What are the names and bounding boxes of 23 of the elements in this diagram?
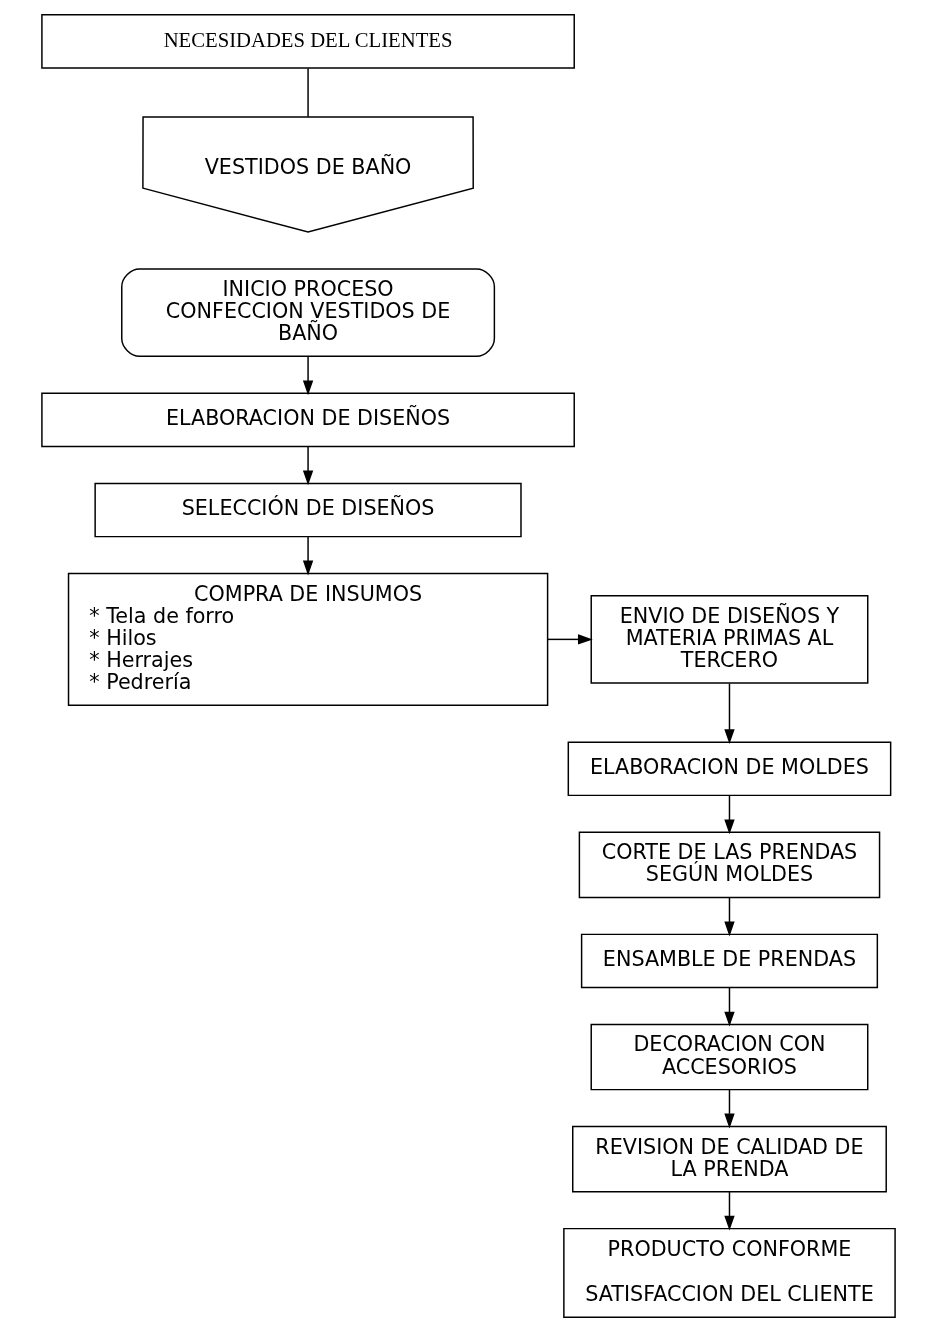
node-box: REVISION DE CALIDAD DE LA PRENDA [571, 1125, 887, 1193]
arrow [723, 682, 735, 745]
node-box: ENSAMBLE DE PRENDAS [580, 933, 878, 989]
arrow [723, 897, 735, 937]
arrow [723, 1089, 735, 1129]
arrow [723, 1191, 735, 1231]
node-box: DECORACION CON ACCESORIOS [590, 1023, 868, 1091]
node-box: COMPRA DE INSUMOS * Tela de forro * Hilos * Herrajes * Pedrería [67, 572, 548, 706]
node-box: INICIO PROCESO CONFECCION VESTIDOS DE BAÑO [120, 268, 495, 357]
node-box: ELABORACION DE DISEÑOS [40, 392, 575, 448]
arrow [302, 355, 313, 396]
node-box: ENVIO DE DISEÑOS Y MATERIA PRIMAS AL TERCERO [590, 595, 868, 684]
node-box: ELABORACION DE MOLDES [567, 741, 891, 797]
node-box: PRODUCTO CONFORME SATISFACCION DEL CLIENTE [562, 1227, 896, 1319]
arrow [723, 987, 735, 1027]
connector [306, 67, 309, 118]
arrow [546, 634, 593, 645]
node-box: NECESIDADES DEL CLIENTES [40, 13, 575, 69]
node-box: SELECCIÓN DE DISEÑOS [93, 482, 522, 538]
arrow [302, 536, 313, 576]
node-box: CORTE DE LAS PRENDAS SEGÚN MOLDES [578, 831, 880, 899]
arrow [302, 445, 313, 486]
arrow [723, 794, 735, 835]
